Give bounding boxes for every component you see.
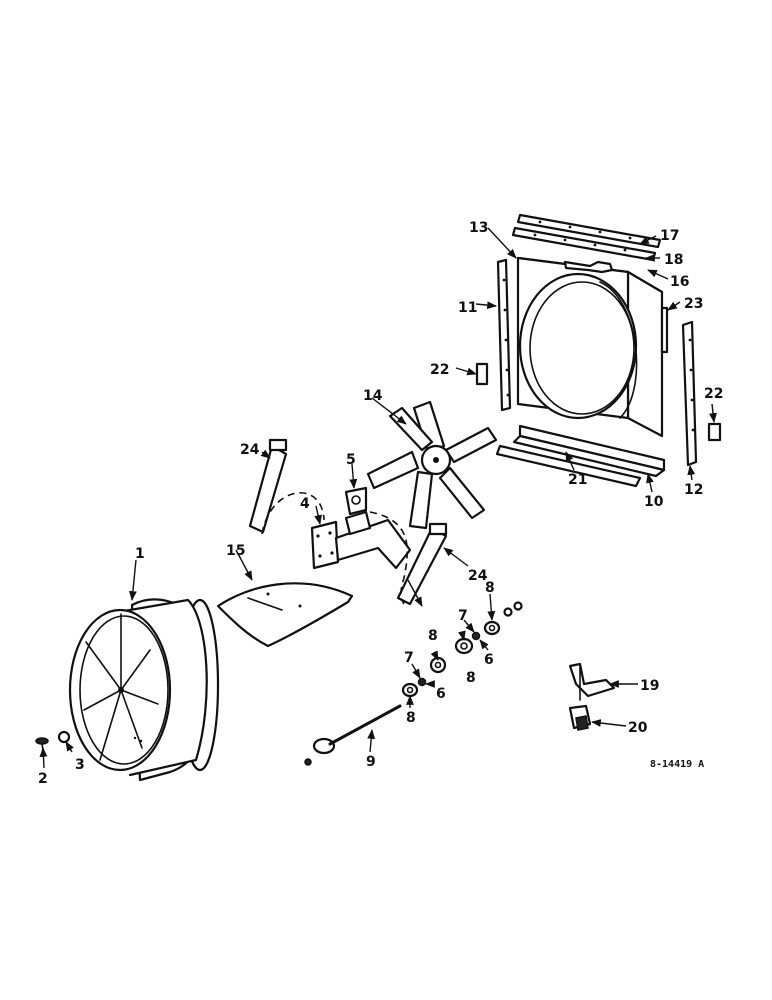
callout-15: 15 <box>226 543 245 559</box>
shaft-part <box>304 704 402 766</box>
callout-6a: 6 <box>436 686 446 702</box>
callout-8b: 8 <box>428 628 438 644</box>
fan-part <box>366 400 498 530</box>
callout-6b: 6 <box>484 652 494 668</box>
left-side-strip-part <box>496 258 512 412</box>
clip-part <box>568 704 592 731</box>
callout-2: 2 <box>38 771 48 787</box>
handle-rod-part <box>568 662 616 701</box>
callout-19: 19 <box>640 678 659 694</box>
pad-part-left <box>475 362 489 386</box>
mounting-bracket-part <box>310 510 412 570</box>
callout-22b: 22 <box>704 386 723 402</box>
callout-17: 17 <box>660 228 679 244</box>
top-strip-part <box>511 213 662 262</box>
pad-part-right <box>707 422 722 442</box>
callout-8d: 8 <box>485 580 495 596</box>
callout-7a: 7 <box>404 650 414 666</box>
callout-7b: 7 <box>458 608 468 624</box>
bottom-strip-part <box>495 444 642 488</box>
callout-8a: 8 <box>406 710 416 726</box>
callout-3: 3 <box>75 757 85 773</box>
callout-16: 16 <box>670 274 689 290</box>
callout-11: 11 <box>458 300 477 316</box>
dashed-connection-line <box>261 492 325 535</box>
reference-code: 8-14419 A <box>650 759 704 770</box>
callout-4: 4 <box>300 496 310 512</box>
support-arm-part-lower <box>396 522 448 606</box>
callout-24a: 24 <box>240 442 260 458</box>
callout-8c: 8 <box>466 670 476 686</box>
washer-part <box>57 730 71 744</box>
fan-shroud-part <box>516 256 664 438</box>
callout-10: 10 <box>644 494 664 510</box>
small-strip-part <box>660 306 669 354</box>
callout-21: 21 <box>568 472 587 488</box>
screw-part <box>35 737 49 757</box>
bottom-angle-part <box>512 424 666 478</box>
callout-18: 18 <box>664 252 683 268</box>
right-side-strip-part <box>681 320 698 467</box>
callout-23: 23 <box>684 296 703 312</box>
callout-5: 5 <box>346 452 356 468</box>
callout-9: 9 <box>366 754 376 770</box>
callout-1: 1 <box>135 546 145 562</box>
leader-lines <box>39 227 717 769</box>
callout-24b: 24 <box>468 568 488 584</box>
curved-shield-part <box>216 582 354 648</box>
callout-22a: 22 <box>430 362 449 378</box>
top-bracket-part <box>563 260 614 274</box>
dashed-connection-line <box>369 511 409 605</box>
small-plate-part <box>344 486 368 516</box>
callout-12: 12 <box>684 482 703 498</box>
callout-14: 14 <box>363 388 383 404</box>
callout-13: 13 <box>469 220 488 236</box>
callout-labels: 1 2 3 4 5 7 6 8 8 7 8 6 8 9 10 11 12 13 … <box>38 220 723 787</box>
callout-20: 20 <box>628 720 648 736</box>
fan-drum-part <box>68 598 220 782</box>
